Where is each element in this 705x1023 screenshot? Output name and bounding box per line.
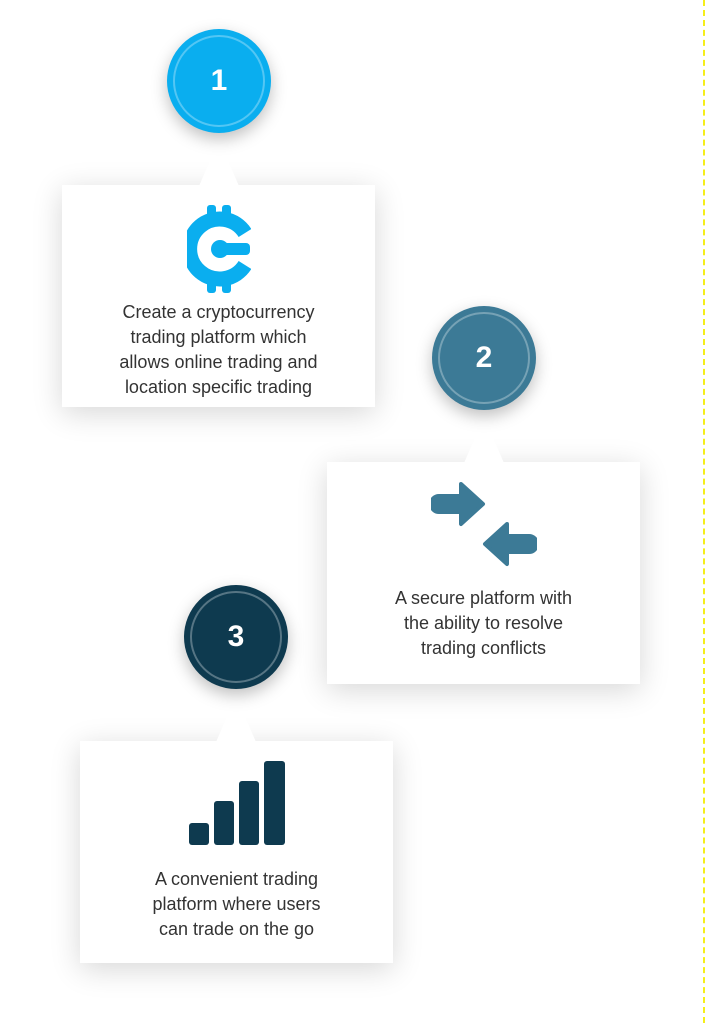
step-1-line: allows online trading and [119, 352, 318, 372]
step-2-number: 2 [475, 341, 493, 374]
step-3-line: platform where users [152, 894, 321, 914]
signal-bars-icon [188, 761, 285, 845]
step-3-pointer [216, 696, 256, 742]
arrows-converge-icon [430, 482, 537, 566]
crypto-coin-icon [186, 205, 251, 293]
step-2-card: A secure platform with the ability to re… [327, 462, 640, 684]
step-3-line: can trade on the go [158, 919, 315, 939]
step-1-line: Create a cryptocurrency [122, 302, 315, 322]
step-1-line: location specific trading [124, 377, 313, 397]
step-2-pointer [464, 417, 504, 463]
step-2-badge: 2 [432, 306, 536, 410]
step-3-line: A convenient trading [154, 869, 319, 889]
step-1-number: 1 [210, 64, 228, 97]
step-3-badge: 3 [184, 585, 288, 689]
step-2-line: A secure platform with [394, 588, 573, 608]
step-2-line: trading conflicts [420, 638, 547, 658]
step-3-number: 3 [227, 620, 245, 653]
step-1-pointer [199, 140, 239, 186]
step-1-line: trading platform which [130, 327, 307, 347]
dashed-divider [703, 0, 705, 1023]
step-1-card: Create a cryptocurrency trading platform… [62, 185, 375, 407]
step-2-line: the ability to resolve [403, 613, 564, 633]
step-3-card: A convenient trading platform where user… [80, 741, 393, 963]
step-1-badge: 1 [167, 29, 271, 133]
